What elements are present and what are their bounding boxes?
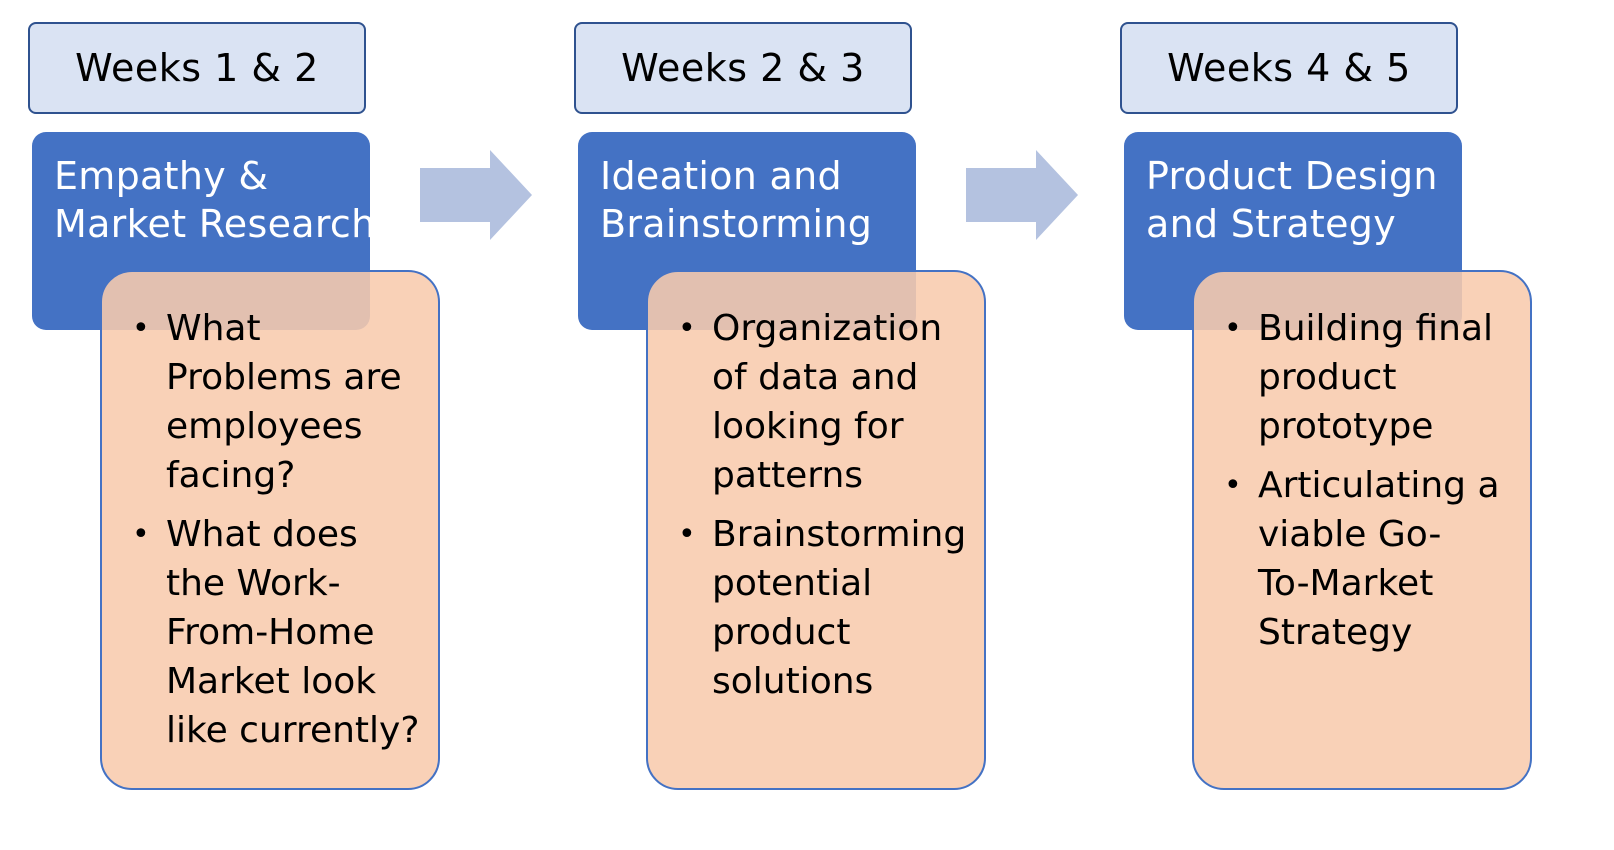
arrow-shape xyxy=(966,150,1078,240)
bullet-line: From-Home xyxy=(166,612,375,653)
phase-title-line: Product Design xyxy=(1146,154,1438,198)
bullet-dot-icon: • xyxy=(678,517,696,552)
bullet-line: like currently? xyxy=(166,710,420,751)
bullet-line: To-Market xyxy=(1258,563,1434,604)
phase-title-line: and Strategy xyxy=(1146,202,1396,246)
bullet-line: solutions xyxy=(712,661,874,702)
bullet-line: Organization xyxy=(712,308,943,349)
arrow-shape xyxy=(420,150,532,240)
phase-3: Weeks 4 & 5 Product Design and Strategy … xyxy=(1120,0,1614,850)
bullet-line: What xyxy=(166,308,261,349)
bullet-dot-icon: • xyxy=(132,311,150,346)
bullet-line: looking for xyxy=(712,406,904,447)
bullet-line: of data and xyxy=(712,357,919,398)
bullet-line: Problems are xyxy=(166,357,402,398)
bullet-line: Brainstorming xyxy=(712,514,967,555)
bullet-item: • Articulating a viable Go- To-Market St… xyxy=(1218,461,1520,657)
phase-title-box: Product Design and Strategy xyxy=(1124,132,1462,330)
phase-1: Weeks 1 & 2 Empathy & Market Research • … xyxy=(28,0,628,850)
phase-details-box: • Organization of data and looking for p… xyxy=(646,270,986,790)
phase-title-line: Brainstorming xyxy=(600,202,873,246)
bullet-line: facing? xyxy=(166,455,296,496)
bullet-item: • What Problems are employees facing? xyxy=(126,304,428,500)
bullet-dot-icon: • xyxy=(1224,311,1242,346)
phase-title-line: Empathy & xyxy=(54,154,269,198)
phase-title-line: Ideation and xyxy=(600,154,842,198)
bullet-line: the Work- xyxy=(166,563,341,604)
bullet-line: Strategy xyxy=(1258,612,1413,653)
bullet-line: viable Go- xyxy=(1258,514,1442,555)
bullet-item: • Organization of data and looking for p… xyxy=(672,304,974,500)
bullet-line: Building final xyxy=(1258,308,1494,349)
week-label-box: Weeks 2 & 3 xyxy=(574,22,912,114)
bullet-item: • What does the Work- From-Home Market l… xyxy=(126,510,428,755)
right-arrow-icon xyxy=(966,150,1078,240)
right-arrow-icon xyxy=(420,150,532,240)
week-label-box: Weeks 4 & 5 xyxy=(1120,22,1458,114)
bullet-line: employees xyxy=(166,406,363,447)
phase-details-box: • What Problems are employees facing? • … xyxy=(100,270,440,790)
bullet-item: • Building final product prototype xyxy=(1218,304,1520,451)
bullet-dot-icon: • xyxy=(132,517,150,552)
bullet-item: • Brainstorming potential product soluti… xyxy=(672,510,974,706)
bullet-dot-icon: • xyxy=(1224,468,1242,503)
bullet-line: prototype xyxy=(1258,406,1434,447)
bullet-line: product xyxy=(1258,357,1397,398)
phase-details-box: • Building final product prototype • Art… xyxy=(1192,270,1532,790)
bullet-dot-icon: • xyxy=(678,311,696,346)
week-label-box: Weeks 1 & 2 xyxy=(28,22,366,114)
bullet-line: Market look xyxy=(166,661,377,702)
bullet-line: potential xyxy=(712,563,873,604)
bullet-line: product xyxy=(712,612,851,653)
phase-2: Weeks 2 & 3 Ideation and Brainstorming •… xyxy=(574,0,1174,850)
bullet-line: What does xyxy=(166,514,358,555)
phase-title-line: Market Research xyxy=(54,202,376,246)
bullet-line: Articulating a xyxy=(1258,465,1500,506)
bullet-line: patterns xyxy=(712,455,864,496)
